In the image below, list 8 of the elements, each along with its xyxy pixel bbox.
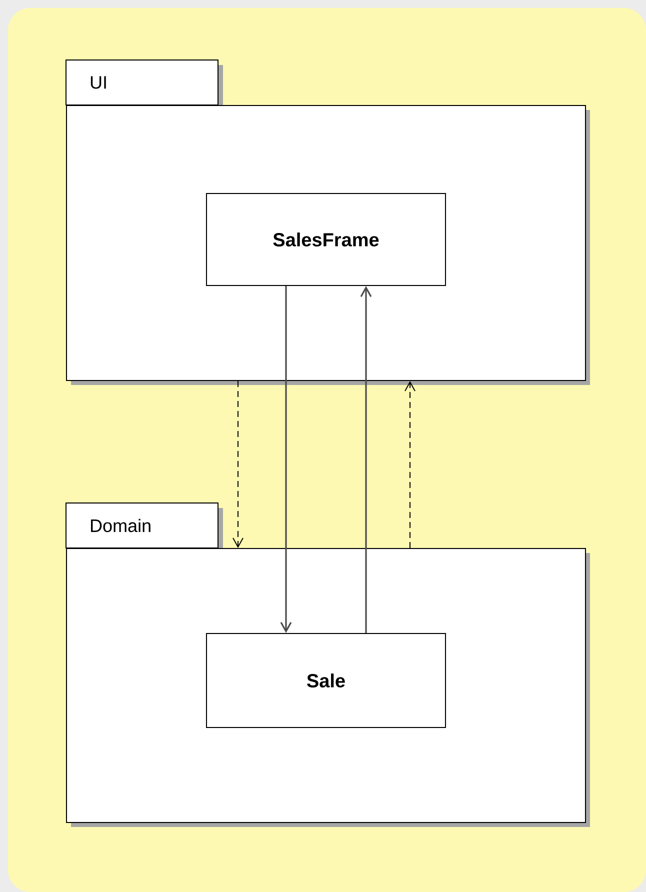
dependency-arrow [404,381,416,548]
node-label: Domain [91,518,150,532]
arrow [280,286,292,633]
class-box: SalesFrame [206,193,446,286]
dependency-arrow [232,380,244,548]
class-box: Sale [206,633,446,728]
arrow [360,286,372,633]
node-label: UI [90,76,106,89]
